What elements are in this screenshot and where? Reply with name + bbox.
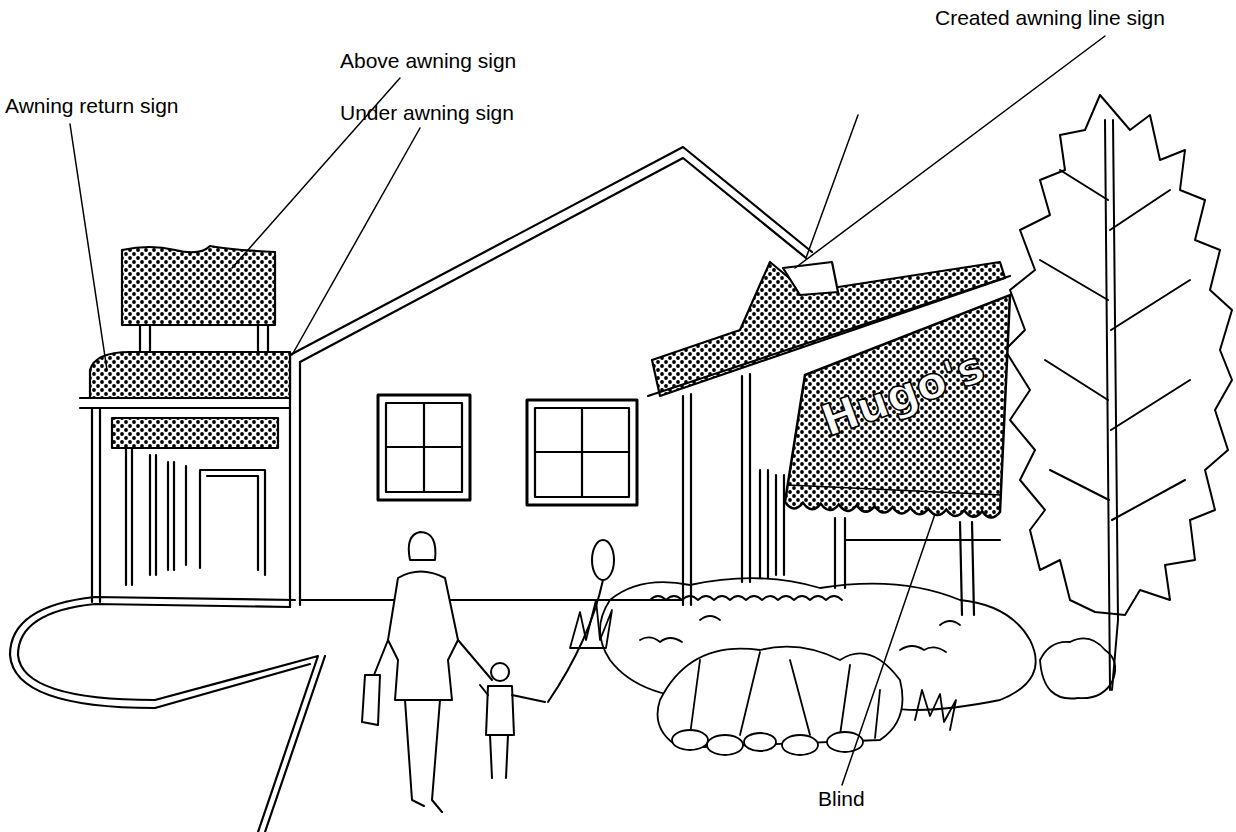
tree xyxy=(1005,95,1232,690)
callout-label: Blind xyxy=(818,786,865,811)
callout-label: Created awning line sign xyxy=(935,5,1165,30)
leader-lines xyxy=(70,36,1105,785)
main-roof xyxy=(290,147,812,362)
callout-label: Under awning sign xyxy=(340,100,514,125)
left-pavilion xyxy=(80,246,290,602)
mother-and-child xyxy=(362,532,614,812)
blind-awning: Hugo's xyxy=(780,290,1025,525)
building-walls xyxy=(290,355,683,607)
planting-bed xyxy=(570,578,1115,755)
callout-label: Awning return sign xyxy=(5,93,179,118)
windows xyxy=(378,395,637,505)
callout-label: Above awning sign xyxy=(340,48,516,73)
sidewalk xyxy=(10,597,325,832)
blind-hem xyxy=(788,485,1002,495)
